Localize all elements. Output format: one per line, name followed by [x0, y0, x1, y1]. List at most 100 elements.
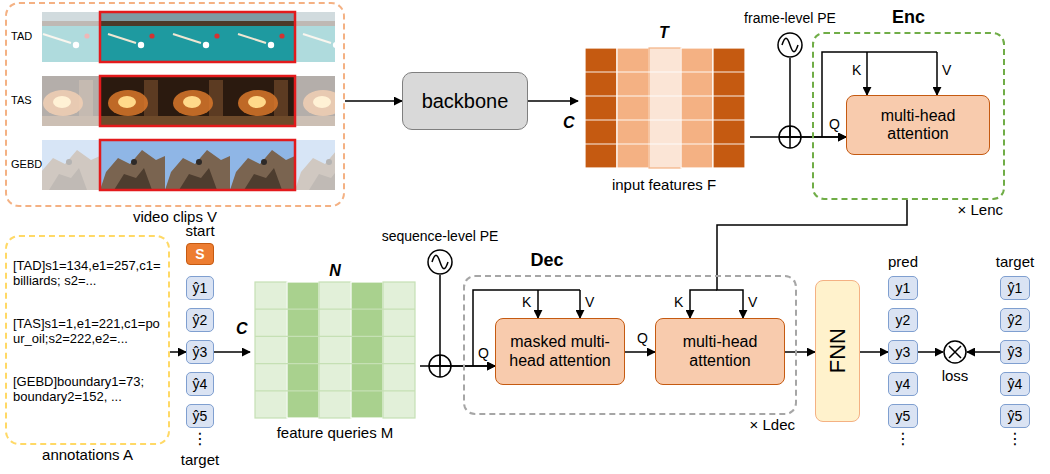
attention-wire: [537, 290, 539, 318]
clip-strip: [42, 76, 335, 126]
column-label: target: [181, 451, 219, 468]
flow-arrow: [214, 351, 250, 353]
node-text: ŷ2: [1008, 312, 1023, 328]
node-text: ŷ5: [1008, 408, 1023, 424]
node-text: y2: [896, 312, 911, 328]
node-text: ŷ2: [193, 312, 208, 328]
clip-strip: [295, 76, 335, 126]
token-box: y3: [888, 340, 918, 364]
port-label: Q: [829, 116, 840, 132]
flow-arrow: [345, 100, 402, 102]
node-label: GEBD: [11, 158, 42, 171]
flow-arrow: [717, 200, 907, 318]
node-label: TAS: [11, 94, 32, 107]
column-label: target: [996, 253, 1034, 270]
port-label: V: [942, 62, 951, 78]
node-text: backbone: [422, 90, 509, 113]
clip-strip: [230, 76, 295, 126]
flow-arrow: [170, 351, 186, 353]
port-label: Q: [637, 330, 648, 346]
node-label: feature queries M: [277, 424, 394, 441]
attention-box: masked multi-head attention: [495, 318, 625, 385]
flow-arrow: [967, 351, 1000, 353]
feature-grid-art: [713, 48, 745, 168]
node-label: C: [236, 320, 248, 338]
feature-grid-art: [649, 48, 681, 168]
feature-grid-art: [585, 72, 745, 144]
node-text: ŷ3: [1008, 344, 1023, 360]
query-grid-art: [255, 282, 415, 418]
node-label: C: [563, 114, 575, 132]
attention-wire: [936, 52, 938, 95]
ellipsis: ⋮: [1007, 430, 1023, 448]
node-text: y4: [896, 376, 911, 392]
node-text: FNN: [825, 328, 850, 373]
port-label: K: [522, 294, 531, 310]
loss-symbol: [943, 340, 967, 364]
node-label: frame-level PE: [744, 10, 836, 26]
flow-arrow: [785, 351, 815, 353]
flow-arrow: [440, 275, 495, 366]
column-label: pred: [888, 253, 918, 270]
query-grid: NCfeature queries M: [250, 260, 420, 442]
node-text: ŷ5: [193, 408, 208, 424]
symbol-mark: [432, 255, 448, 269]
annotation-panel: [TAD]s1=134,e1=257,c1=billiards; s2=...[…: [5, 235, 170, 445]
port-label: V: [748, 294, 757, 310]
feature-grid-art: [585, 48, 617, 168]
node-text: y1: [896, 280, 911, 296]
flow-arrow: [528, 100, 578, 102]
pe-circle: sequence-level PE: [427, 249, 453, 275]
node-text: ŷ4: [193, 376, 208, 392]
node-text: multi-head attention: [661, 333, 779, 370]
token-box: ŷ3: [1000, 340, 1030, 364]
node-label: TAD: [11, 30, 32, 43]
attention-box: multi-head attention: [655, 318, 785, 385]
clip-strip: [42, 140, 100, 190]
node-text: multi-head attention: [852, 107, 984, 144]
node-text: ŷ4: [1008, 376, 1023, 392]
clip-strip: [295, 12, 335, 62]
token-box: ŷ5: [186, 404, 214, 428]
port-label: V: [585, 294, 594, 310]
flow-arrow: [860, 351, 888, 353]
clip-strip: [42, 140, 335, 190]
clip-strip: [42, 76, 100, 126]
symbol-mark: [782, 38, 798, 52]
token-box: ŷ4: [1000, 372, 1030, 396]
flow-arrow: [790, 58, 846, 137]
query-grid-art: [351, 282, 383, 418]
node-text: y3: [896, 344, 911, 360]
feature-grid-art: [681, 48, 713, 168]
clip-strip: [230, 12, 295, 62]
token-box: ŷ2: [1000, 308, 1030, 332]
attention-wire: [690, 290, 717, 318]
start-token: startS: [186, 243, 214, 265]
token-box: y4: [888, 372, 918, 396]
node-label: [GEBD]boundary1=73; boundary2=152, ...: [13, 375, 162, 405]
feature-grid-art: [617, 48, 649, 168]
query-grid-art: [255, 282, 287, 418]
clip-strip: [100, 76, 295, 126]
node-label: T: [659, 24, 669, 42]
query-grid-art: [319, 282, 351, 418]
port-label: K: [674, 294, 683, 310]
token-box: ŷ3: [186, 340, 214, 364]
pe-circle: frame-level PE: [777, 32, 803, 58]
node-label: N: [329, 262, 341, 280]
attention-wire: [579, 290, 581, 318]
port-label: Q: [478, 345, 489, 361]
node-label: × Ldec: [750, 416, 795, 433]
flow-arrow: [918, 351, 943, 353]
clip-strip: [165, 12, 230, 62]
node-label: Dec: [530, 250, 563, 271]
attention-box: multi-head attention: [846, 95, 990, 155]
node-text: ŷ3: [193, 344, 208, 360]
node-label: loss: [942, 367, 969, 384]
token-box: ŷ1: [1000, 276, 1030, 300]
node-label: annotations A: [42, 446, 133, 463]
token-box: y1: [888, 276, 918, 300]
